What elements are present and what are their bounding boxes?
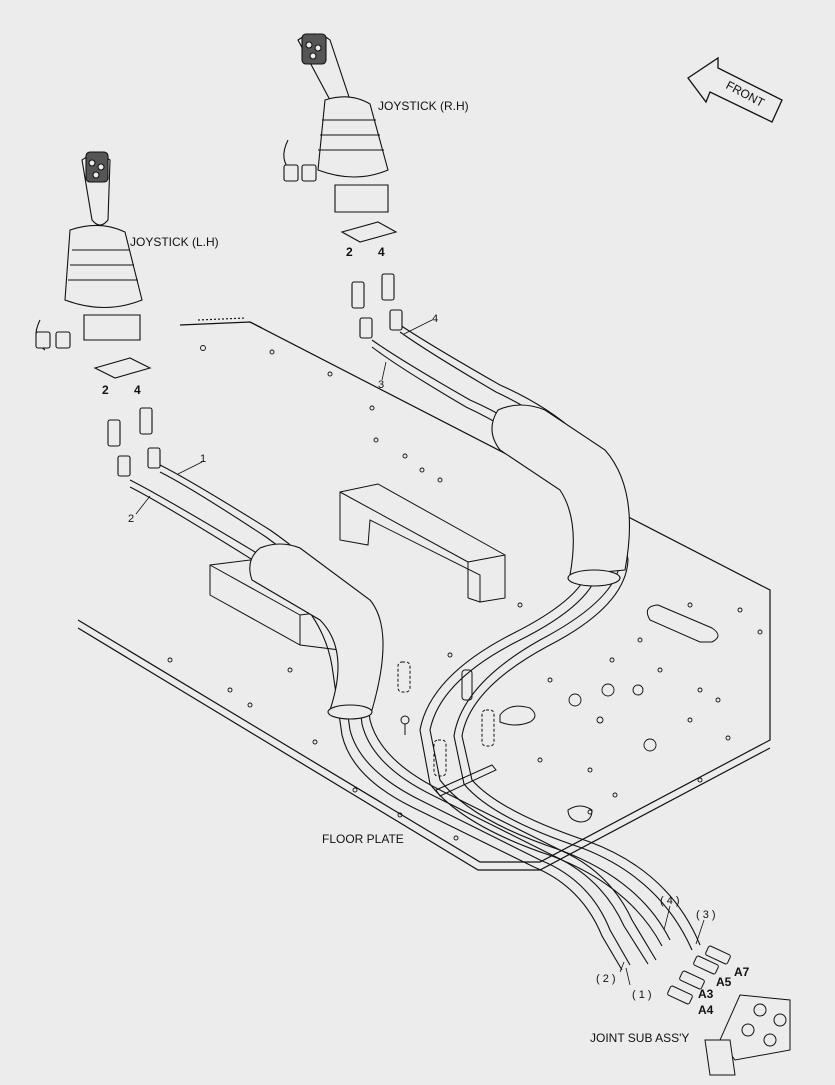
callout-a7: A7 [734,965,750,979]
hose-sleeves [249,404,630,720]
callout-2-right: 2 [346,245,353,259]
center-bracket [339,483,506,603]
hose-clamps [397,661,497,797]
callout-a4: A4 [698,1003,714,1017]
floor-plate-outline [77,317,771,871]
hose-bundle [129,324,701,971]
callout-a3: A3 [698,987,714,1001]
callout-a5: A5 [716,975,732,989]
callout-3: 3 [378,379,384,391]
plate-holes [167,345,763,841]
callout-2: 2 [128,513,134,525]
joystick-rh-label: JOYSTICK (R.H) [378,99,469,113]
callout-1: 1 [200,453,206,465]
plate-slots [499,604,719,823]
callout-p2: ( 2 ) [596,973,616,985]
callout-4-right: 4 [378,245,385,259]
joystick-right [283,33,403,339]
callout-p4: ( 4 ) [660,895,680,907]
callout-p3: ( 3 ) [696,909,716,921]
callout-4-left: 4 [134,383,141,397]
joint-sub-assy-label: JOINT SUB ASS'Y [590,1031,689,1045]
floor-plate-label: FLOOR PLATE [322,832,404,846]
front-arrow-icon [687,56,783,123]
joystick-lh-label: JOYSTICK (L.H) [130,235,219,249]
joystick-left [35,151,161,477]
leader-lines [135,319,705,986]
joint-sub-assy [667,945,791,1076]
callout-4: 4 [432,313,438,325]
callout-p1: ( 1 ) [632,989,652,1001]
callout-2-left: 2 [102,383,109,397]
